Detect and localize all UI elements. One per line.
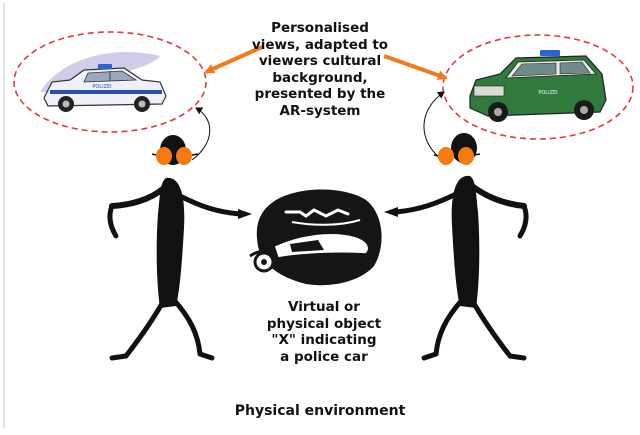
right-police-car: POLIZEI: [469, 50, 607, 122]
car-body-left: [43, 67, 167, 107]
link-right-head-bubble: [423, 91, 445, 159]
ar-views-caption: Personalised views, adapted to viewers c…: [251, 20, 389, 119]
link-left-head-bubble: [191, 107, 211, 161]
left-viewer-figure: [107, 135, 252, 361]
left-figure-pointing-arm: [177, 193, 243, 217]
car-light-left: [98, 64, 112, 69]
right-figure-body: [451, 175, 480, 308]
right-thought-bubble: [442, 34, 634, 140]
left-figure-body: [156, 177, 185, 308]
car-light-right: [540, 50, 560, 56]
arrow-to-left-bubble: [204, 45, 263, 74]
right-ar-glasses-icon: [433, 147, 481, 165]
object-caption: Virtual or physical object "X" indicatin…: [266, 299, 382, 365]
arrow-to-right-bubble: [383, 54, 448, 81]
right-figure-pointing-arm: [393, 191, 459, 215]
left-police-car: POLIZEI: [43, 64, 167, 112]
car-label-right: POLIZEI: [538, 90, 557, 96]
car-stripe-left: [50, 90, 162, 94]
car-window-right: [511, 62, 557, 77]
environment-label: Physical environment: [234, 403, 406, 419]
center-object-x: [249, 189, 382, 286]
left-ar-glasses-icon: [151, 147, 199, 165]
car-label-left: POLIZEI: [92, 84, 111, 90]
car-grille: [473, 85, 505, 97]
right-viewer-figure: [384, 133, 529, 361]
